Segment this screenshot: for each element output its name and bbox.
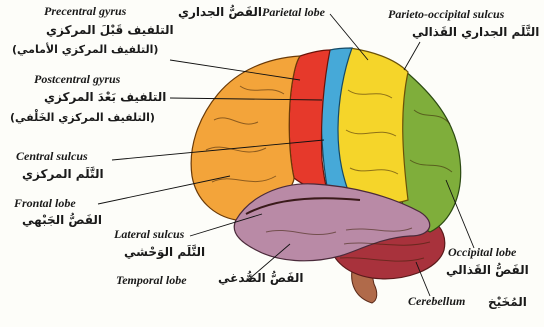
label-parietal-ar: الفَصُّ الجداري (178, 6, 262, 18)
label-frontal-en: Frontal lobe (14, 197, 76, 209)
label-precentral-ar1: التلفيف قَبْلَ المركزي (46, 24, 174, 36)
label-temporal-ar: الفَصُّ الصُّدغي (218, 272, 304, 284)
label-cerebellum-en: Cerebellum (408, 295, 465, 307)
parietal-region (335, 48, 408, 203)
label-postcentral-ar2: (التلفيف المركزي الخَلْفي) (10, 112, 155, 123)
label-occipital-en: Occipital lobe (448, 246, 516, 258)
label-postcentral-ar1: التلفيف بَعْدَ المركزي (44, 91, 166, 103)
label-lateral-ar: التَّلَم الوَحْشي (124, 246, 205, 258)
label-central-ar: التَّلَم المركزي (22, 168, 104, 180)
label-cerebellum-ar: المُخَيْخ (488, 296, 527, 308)
label-postcentral-en: Postcentral gyrus (34, 73, 120, 85)
label-frontal-ar: الفَصُّ الجَبْهي (22, 214, 102, 226)
label-precentral-en: Precentral gyrus (44, 5, 126, 17)
label-occipital-ar: الفَصُّ القَذالي (446, 264, 529, 276)
label-parietal-en: Parietal lobe (262, 6, 325, 18)
label-temporal-en: Temporal lobe (116, 274, 187, 286)
label-central-en: Central sulcus (16, 150, 88, 162)
label-parieto-occipital-ar: التَّلَم الجداري القَذالي (412, 26, 539, 38)
label-lateral-en: Lateral sulcus (114, 228, 184, 240)
leader-parieto-occipital (404, 42, 420, 70)
label-parieto-occipital-en: Parieto-occipital sulcus (388, 8, 504, 20)
label-precentral-ar2: (التلفيف المركزي الأمامي) (12, 44, 158, 55)
